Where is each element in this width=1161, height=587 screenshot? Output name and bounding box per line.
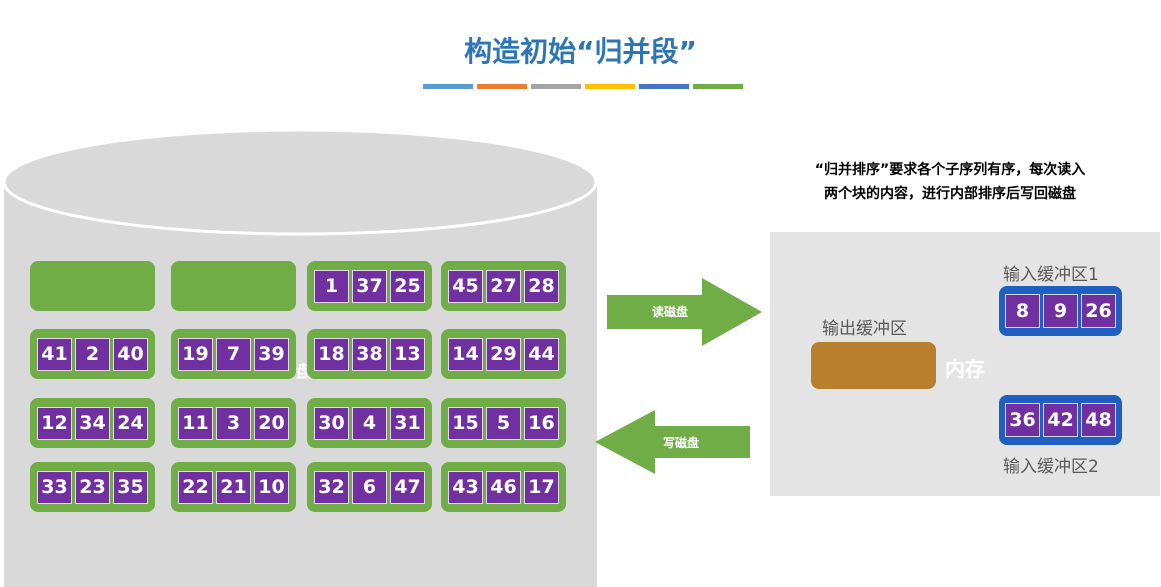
record-cell: 21 [216, 470, 251, 504]
record-cell: 17 [524, 470, 559, 504]
record-cell: 32 [314, 470, 349, 504]
record-cell: 19 [178, 337, 213, 371]
record-cell: 24 [113, 406, 148, 440]
record-cell: 6 [352, 470, 387, 504]
record-cell: 3 [216, 406, 251, 440]
record-cell: 28 [524, 269, 559, 303]
record-cell: 12 [37, 406, 72, 440]
record-cell: 7 [216, 337, 251, 371]
record-cell: 31 [390, 406, 425, 440]
record-cell: 25 [390, 269, 425, 303]
record-cell: 13 [390, 337, 425, 371]
record-cell: 40 [113, 337, 148, 371]
input-buffer-1-label: 输入缓冲区1 [1003, 265, 1099, 285]
record-cell: 38 [352, 337, 387, 371]
record-cell: 35 [113, 470, 148, 504]
write-disk-label: 写磁盘 [663, 436, 700, 450]
merge-sort-note: “归并排序”要求各个子序列有序，每次读入 两个块的内容，进行内部排序后写回磁盘 [770, 158, 1130, 206]
record-cell: 27 [486, 269, 521, 303]
record-cell: 2 [75, 337, 110, 371]
record-cell: 10 [254, 470, 289, 504]
record-cell: 34 [75, 406, 110, 440]
note-line-1: “归并排序”要求各个子序列有序，每次读入 [814, 162, 1086, 178]
buffer-record-cell: 9 [1043, 294, 1078, 328]
read-disk-label: 读磁盘 [652, 305, 689, 319]
record-cell: 46 [486, 470, 521, 504]
read-disk-arrow [607, 278, 762, 346]
output-buffer [811, 342, 936, 389]
record-cell: 45 [448, 269, 483, 303]
record-cell: 15 [448, 406, 483, 440]
record-cell: 22 [178, 470, 213, 504]
record-cell: 20 [254, 406, 289, 440]
record-cell: 29 [486, 337, 521, 371]
record-cell: 1 [314, 269, 349, 303]
input-buffer-2-label: 输入缓冲区2 [1003, 457, 1099, 477]
buffer-record-cell: 48 [1081, 403, 1116, 437]
record-cell: 44 [524, 337, 559, 371]
record-cell: 16 [524, 406, 559, 440]
record-cell: 5 [486, 406, 521, 440]
write-disk-arrow [595, 410, 750, 474]
color-bar-segment [531, 84, 581, 89]
buffer-record-cell: 8 [1005, 294, 1040, 328]
record-cell: 39 [254, 337, 289, 371]
title-color-bar [423, 84, 743, 89]
color-bar-segment [423, 84, 473, 89]
disk-block-empty [171, 261, 296, 311]
record-cell: 41 [37, 337, 72, 371]
record-cell: 14 [448, 337, 483, 371]
buffer-record-cell: 26 [1081, 294, 1116, 328]
record-cell: 30 [314, 406, 349, 440]
record-cell: 23 [75, 470, 110, 504]
color-bar-segment [639, 84, 689, 89]
page-title: 构造初始“归并段” [464, 35, 697, 68]
record-cell: 37 [352, 269, 387, 303]
note-line-2: 两个块的内容，进行内部排序后写回磁盘 [824, 186, 1076, 202]
disk-block-empty [30, 261, 155, 311]
record-cell: 43 [448, 470, 483, 504]
output-buffer-label: 输出缓冲区 [822, 319, 907, 339]
color-bar-segment [693, 84, 743, 89]
record-cell: 4 [352, 406, 387, 440]
record-cell: 18 [314, 337, 349, 371]
buffer-record-cell: 36 [1005, 403, 1040, 437]
color-bar-segment [477, 84, 527, 89]
color-bar-segment [585, 84, 635, 89]
record-cell: 11 [178, 406, 213, 440]
record-cell: 47 [390, 470, 425, 504]
buffer-record-cell: 42 [1043, 403, 1078, 437]
memory-label: 内存 [945, 357, 985, 381]
record-cell: 33 [37, 470, 72, 504]
